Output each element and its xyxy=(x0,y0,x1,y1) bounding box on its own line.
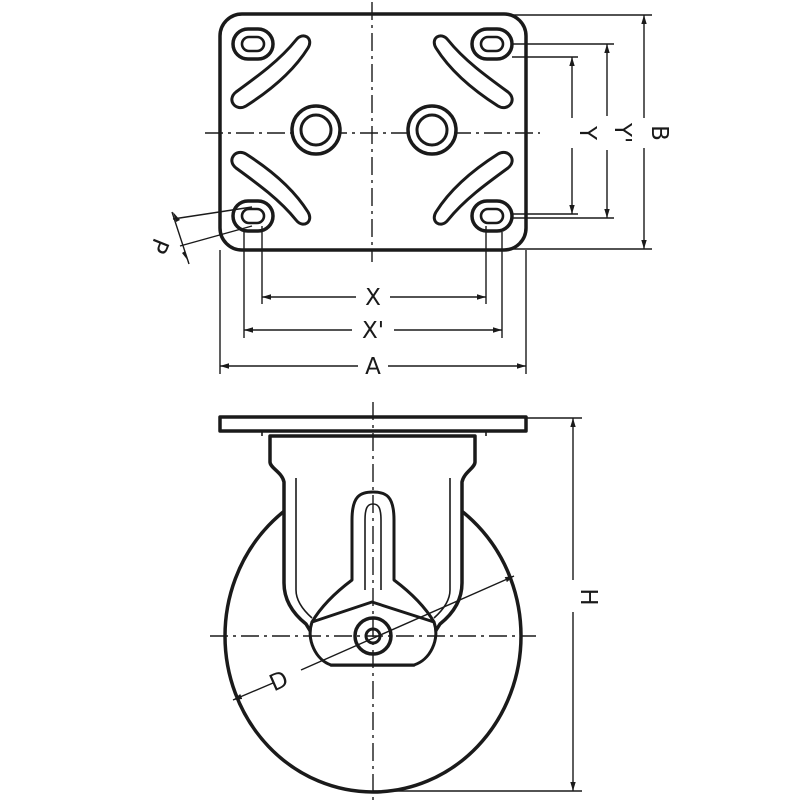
rib-top-right xyxy=(432,34,514,109)
label-x-prime: X' xyxy=(362,318,384,344)
top-plate xyxy=(218,12,528,252)
dimension-y: Y xyxy=(569,57,600,214)
rib-top-left xyxy=(230,34,312,109)
dimension-x-prime: X' xyxy=(244,318,502,344)
top-plan-view: X X' A Y Y' B xyxy=(144,2,672,380)
bolt-slot-bottom-right xyxy=(470,199,514,233)
label-p: P xyxy=(144,234,173,257)
dimension-y-prime: Y' xyxy=(604,44,635,218)
dimension-a: A xyxy=(220,354,526,380)
dimension-h: H xyxy=(570,418,601,791)
rib-bottom-left xyxy=(230,151,312,226)
bolt-slot-bottom-left xyxy=(231,199,275,233)
bolt-slot-top-right xyxy=(470,27,514,61)
dimension-b: B xyxy=(641,15,672,249)
label-x: X xyxy=(365,285,381,311)
bolt-slot-top-left xyxy=(231,27,275,61)
label-a: A xyxy=(365,354,381,380)
center-hole-right xyxy=(406,104,458,156)
rib-bottom-right xyxy=(432,151,514,226)
label-b: B xyxy=(646,125,672,141)
center-hole-left xyxy=(290,104,342,156)
label-y-prime: Y' xyxy=(609,122,635,143)
dimension-x: X xyxy=(262,285,486,311)
label-y: Y xyxy=(574,125,600,141)
side-elevation-view: H D xyxy=(210,402,601,800)
label-h: H xyxy=(575,588,601,605)
